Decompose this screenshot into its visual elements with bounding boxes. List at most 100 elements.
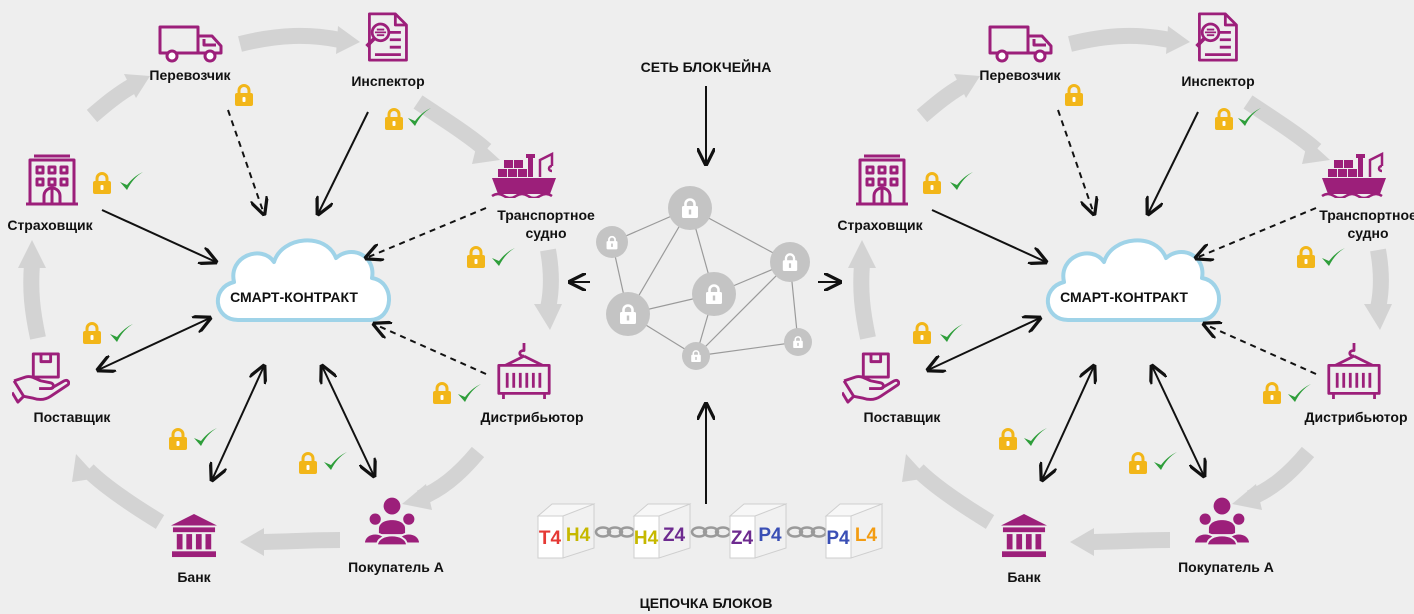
vessel-label-line2: судно bbox=[525, 225, 566, 241]
network-title: СЕТЬ БЛОКЧЕЙНА bbox=[641, 58, 772, 75]
contract-links bbox=[98, 109, 487, 480]
truck-icon bbox=[988, 25, 1053, 63]
left-supply-chain: СМАРТ-КОНТРАКТ Перевозчик Инспектор bbox=[7, 12, 595, 585]
carrier-label: Перевозчик bbox=[149, 67, 231, 83]
lock-icon bbox=[1128, 452, 1148, 474]
building-icon bbox=[24, 154, 80, 206]
chain-title: ЦЕПОЧКА БЛОКОВ bbox=[640, 595, 773, 611]
smart-contract-cloud: СМАРТ-КОНТРАКТ bbox=[1045, 238, 1221, 322]
lock-icon bbox=[1296, 246, 1316, 268]
check-icon bbox=[1322, 248, 1345, 266]
block-label-front: P4 bbox=[826, 528, 850, 549]
vessel-node: Транспортное судно bbox=[466, 152, 595, 268]
bank-label: Банк bbox=[1007, 569, 1041, 585]
vessel-label-line1: Транспортное bbox=[1319, 207, 1414, 223]
block-label-side: H4 bbox=[566, 525, 591, 546]
chain-link bbox=[786, 526, 828, 538]
lock-icon bbox=[1214, 108, 1234, 130]
check-icon bbox=[120, 172, 143, 190]
check-icon bbox=[458, 384, 481, 402]
check-icon bbox=[950, 172, 973, 190]
buyer-node: Покупатель А bbox=[298, 452, 444, 575]
distributor-label: Дистрибьютор bbox=[1304, 409, 1407, 425]
block-label-side: L4 bbox=[855, 525, 878, 546]
lock-icon bbox=[912, 322, 932, 344]
block-label-front: Z4 bbox=[731, 528, 754, 549]
check-icon bbox=[492, 248, 515, 266]
lock-icon bbox=[92, 172, 112, 194]
smart-contract-label: СМАРТ-КОНТРАКТ bbox=[230, 289, 358, 305]
building-icon bbox=[854, 154, 910, 206]
check-icon bbox=[1024, 428, 1047, 446]
truck-icon bbox=[158, 25, 223, 63]
check-icon bbox=[1154, 452, 1177, 470]
check-icon bbox=[194, 428, 217, 446]
distributor-node: Дистрибьютор bbox=[432, 341, 584, 425]
chain-link bbox=[594, 526, 636, 538]
chain-link bbox=[690, 526, 732, 538]
blockchain-network: СЕТЬ БЛОКЧЕЙНА bbox=[570, 58, 840, 504]
block-label-side: P4 bbox=[758, 525, 782, 546]
block-label-front: H4 bbox=[634, 528, 659, 549]
vessel-node: Транспортное судно bbox=[1296, 152, 1414, 268]
check-icon bbox=[110, 324, 133, 342]
ship-icon bbox=[1320, 152, 1388, 198]
buyer-label: Покупатель А bbox=[1178, 559, 1274, 575]
right-supply-chain: СМАРТ-КОНТРАКТ Перевозчик Инспектор Тран… bbox=[837, 12, 1414, 585]
supplier-hand-box-icon bbox=[842, 352, 900, 404]
contract-links bbox=[928, 109, 1317, 480]
bank-node: Банк bbox=[168, 428, 217, 585]
insurer-label: Страховщик bbox=[837, 217, 923, 233]
container-icon bbox=[497, 341, 551, 401]
check-icon bbox=[324, 452, 347, 470]
inspector-node: Инспектор bbox=[351, 12, 431, 130]
inspector-node: Инспектор bbox=[1181, 12, 1261, 130]
lock-icon bbox=[1064, 84, 1084, 106]
distributor-label: Дистрибьютор bbox=[480, 409, 583, 425]
lock-icon bbox=[82, 322, 102, 344]
buyer-label: Покупатель А bbox=[348, 559, 444, 575]
buyer-node: Покупатель А bbox=[1128, 452, 1274, 575]
bank-icon bbox=[171, 514, 217, 558]
vessel-label-line2: судно bbox=[1347, 225, 1388, 241]
cycle-arrows bbox=[23, 27, 559, 550]
network-nodes bbox=[596, 186, 812, 370]
insurer-label: Страховщик bbox=[7, 217, 93, 233]
insurer-node: Страховщик bbox=[837, 154, 973, 233]
bank-icon bbox=[1001, 514, 1047, 558]
lock-icon bbox=[922, 172, 942, 194]
bank-node: Банк bbox=[998, 428, 1047, 585]
carrier-node: Перевозчик bbox=[149, 25, 254, 106]
lock-icon bbox=[1262, 382, 1282, 404]
supplier-node: Поставщик bbox=[842, 322, 963, 425]
inspector-label: Инспектор bbox=[351, 73, 424, 89]
carrier-label: Перевозчик bbox=[979, 67, 1061, 83]
distributor-node: Дистрибьютор bbox=[1262, 341, 1408, 425]
cycle-arrow-heads bbox=[18, 26, 562, 556]
smart-contract-cloud: СМАРТ-КОНТРАКТ bbox=[215, 238, 391, 322]
cycle-arrow-heads bbox=[848, 26, 1392, 556]
inspector-document-icon bbox=[1194, 12, 1239, 62]
carrier-node: Перевозчик bbox=[979, 25, 1084, 106]
lock-icon bbox=[168, 428, 188, 450]
check-icon bbox=[1288, 384, 1311, 402]
inspector-label: Инспектор bbox=[1181, 73, 1254, 89]
bank-label: Банк bbox=[177, 569, 211, 585]
lock-icon bbox=[234, 84, 254, 106]
check-icon bbox=[940, 324, 963, 342]
vessel-label-line1: Транспортное bbox=[497, 207, 595, 223]
lock-icon bbox=[998, 428, 1018, 450]
supplier-hand-box-icon bbox=[12, 352, 70, 404]
block-label-side: Z4 bbox=[663, 525, 686, 546]
lock-icon bbox=[298, 452, 318, 474]
container-icon bbox=[1327, 341, 1381, 401]
lock-icon bbox=[384, 108, 404, 130]
smart-contract-label: СМАРТ-КОНТРАКТ bbox=[1060, 289, 1188, 305]
insurer-node: Страховщик bbox=[7, 154, 143, 233]
